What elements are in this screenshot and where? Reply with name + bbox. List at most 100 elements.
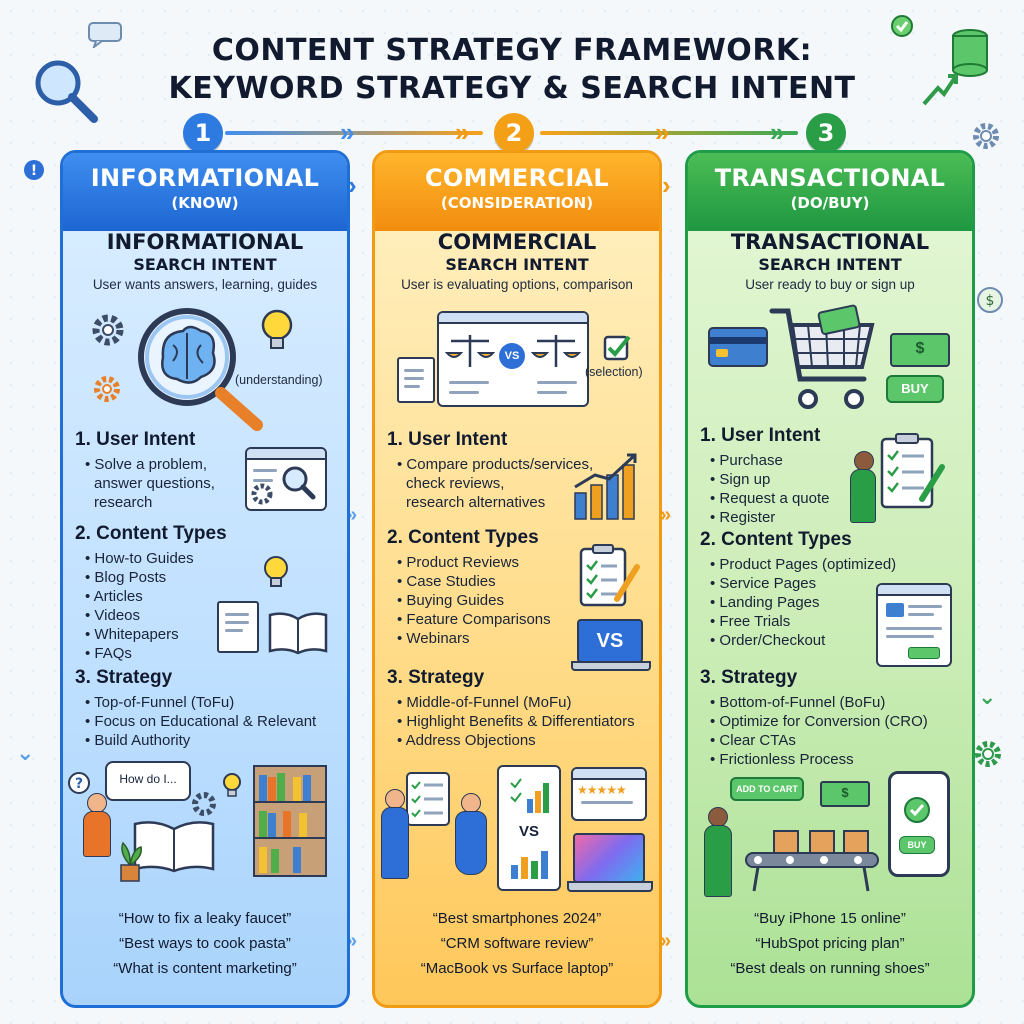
bullet-list: How-to Guides Blog Posts Articles Videos…: [85, 549, 194, 663]
laptop-icon: [567, 833, 653, 892]
intent-title-sub: SEARCH INTENT: [758, 255, 902, 274]
section-title: 1. User Intent: [387, 429, 508, 450]
landing-page-window-icon: [876, 583, 952, 667]
commercial-header: COMMERCIAL (CONSIDERATION): [375, 153, 659, 231]
list-item: Build Authority: [85, 731, 316, 750]
shopping-cart-icon: [768, 303, 878, 415]
example-queries: “Best smartphones 2024” “CRM software re…: [375, 906, 659, 981]
browser-window-icon: [245, 447, 327, 511]
section-title: 2. Content Types: [700, 529, 852, 550]
list-item: Product Reviews: [397, 553, 551, 572]
info-icon: !: [22, 158, 46, 182]
phone-buy-button[interactable]: BUY: [899, 836, 935, 854]
person-body: [704, 825, 732, 897]
list-item: Solve a problem,: [85, 455, 215, 474]
cash-icon: $: [820, 781, 870, 807]
bullet-list: Top-of-Funnel (ToFu) Focus on Educationa…: [85, 693, 316, 750]
list-item: Videos: [85, 606, 194, 625]
scales-icon: [530, 331, 582, 371]
column-heading: INFORMATIONAL: [90, 164, 320, 192]
list-item: Articles: [85, 587, 194, 606]
gear-icon: [91, 373, 123, 405]
flow-line: [225, 131, 483, 135]
list-item: Landing Pages: [710, 593, 896, 612]
list-item: research: [94, 494, 153, 511]
intent-description: User wants answers, learning, guides: [92, 277, 318, 292]
chevron-right-icon: ›: [348, 170, 357, 200]
conveyor-belt-icon: [744, 819, 880, 893]
list-item: answer questions,: [94, 475, 215, 492]
list-item: Address Objections: [397, 731, 635, 750]
person-body: [83, 811, 111, 857]
bookshelf-icon: [253, 765, 327, 877]
bullet-list: Bottom-of-Funnel (BoFu) Optimize for Con…: [710, 693, 928, 769]
vs-label: VS: [518, 823, 539, 840]
person-avatar: [854, 451, 874, 471]
person-avatar: [385, 789, 405, 809]
brain-magnifier-illustration: [125, 301, 285, 431]
list-item: Blog Posts: [85, 568, 194, 587]
example-query: “Best ways to cook pasta”: [119, 935, 291, 952]
section-title: 3. Strategy: [387, 667, 485, 688]
example-query: “HubSpot pricing plan”: [755, 935, 905, 952]
list-item: Highlight Benefits & Differentiators: [397, 712, 634, 731]
intent-title-main: INFORMATIONAL: [106, 230, 304, 254]
page-title-line2: KEYWORD STRATEGY & SEARCH INTENT: [168, 71, 856, 106]
credit-card-icon: [708, 327, 768, 367]
section-title: 1. User Intent: [75, 429, 196, 450]
gear-icon: [970, 120, 1002, 152]
gear-icon: [89, 311, 127, 349]
bullet-list: Product Pages (optimized) Service Pages …: [710, 555, 896, 650]
example-query: “CRM software review”: [440, 935, 594, 952]
section-title: 2. Content Types: [75, 523, 227, 544]
informational-header: INFORMATIONAL (KNOW): [63, 153, 347, 231]
column-subheading: (KNOW): [171, 194, 239, 212]
list-item: Free Trials: [710, 612, 896, 631]
chevron-down-icon: ⌄: [16, 740, 35, 765]
svg-text:!: !: [31, 163, 37, 179]
bullet-list: Solve a problem, answer questions, resea…: [85, 455, 215, 512]
list-item: Webinars: [397, 629, 551, 648]
laptop-vs-icon: VS: [571, 619, 651, 671]
add-to-cart-button[interactable]: ADD TO CART: [730, 777, 804, 801]
list-item: Bottom-of-Funnel (BoFu): [710, 693, 928, 712]
list-item: Request a quote: [710, 489, 829, 508]
example-query: “MacBook vs Surface laptop”: [420, 960, 614, 977]
example-queries: “How to fix a leaky faucet” “Best ways t…: [63, 906, 347, 981]
checklist-clipboard-icon: [878, 431, 948, 511]
intent-title: COMMERCIAL SEARCH INTENT: [375, 229, 659, 275]
person-avatar: [461, 793, 481, 813]
example-queries: “Buy iPhone 15 online” “HubSpot pricing …: [688, 906, 972, 981]
list-item: Compare products/services,: [397, 455, 593, 474]
list-item: Clear CTAs: [710, 731, 928, 750]
magnifier-icon: [277, 461, 317, 501]
example-query: “Best smartphones 2024”: [432, 910, 602, 927]
section-title: 3. Strategy: [700, 667, 798, 688]
example-query: “How to fix a leaky faucet”: [118, 910, 292, 927]
bullet-list: Purchase Sign up Request a quote Registe…: [710, 451, 829, 527]
chevron-right-icon: »: [655, 117, 670, 147]
commercial-column: COMMERCIAL (CONSIDERATION) COMMERCIAL SE…: [372, 150, 662, 1008]
document-icon: [397, 357, 435, 403]
intent-description: User is evaluating options, comparison: [401, 277, 633, 292]
database-icon: [950, 28, 990, 78]
chevron-right-icon: »: [770, 117, 785, 147]
checkbox-icon: [603, 333, 633, 363]
checklist-clipboard-icon: [577, 543, 643, 609]
buy-button[interactable]: BUY: [886, 375, 944, 403]
example-query: “What is content marketing”: [113, 960, 297, 977]
chevron-right-icon: »: [455, 117, 470, 147]
gear-icon: [972, 738, 1004, 770]
list-item: research alternatives: [406, 494, 546, 511]
list-item: Whitepapers: [85, 625, 194, 644]
person-body: [381, 807, 409, 879]
illustration-label: (selection): [585, 365, 643, 379]
open-book-icon: [131, 819, 217, 875]
laptop-screen: VS: [577, 619, 643, 663]
svg-text:?: ?: [75, 776, 83, 792]
gear-icon: [249, 481, 275, 507]
chevron-right-icon: »: [660, 504, 672, 526]
chevron-right-icon: ›: [662, 170, 671, 200]
section-title: 1. User Intent: [700, 425, 821, 446]
list-item: Top-of-Funnel (ToFu): [85, 693, 316, 712]
